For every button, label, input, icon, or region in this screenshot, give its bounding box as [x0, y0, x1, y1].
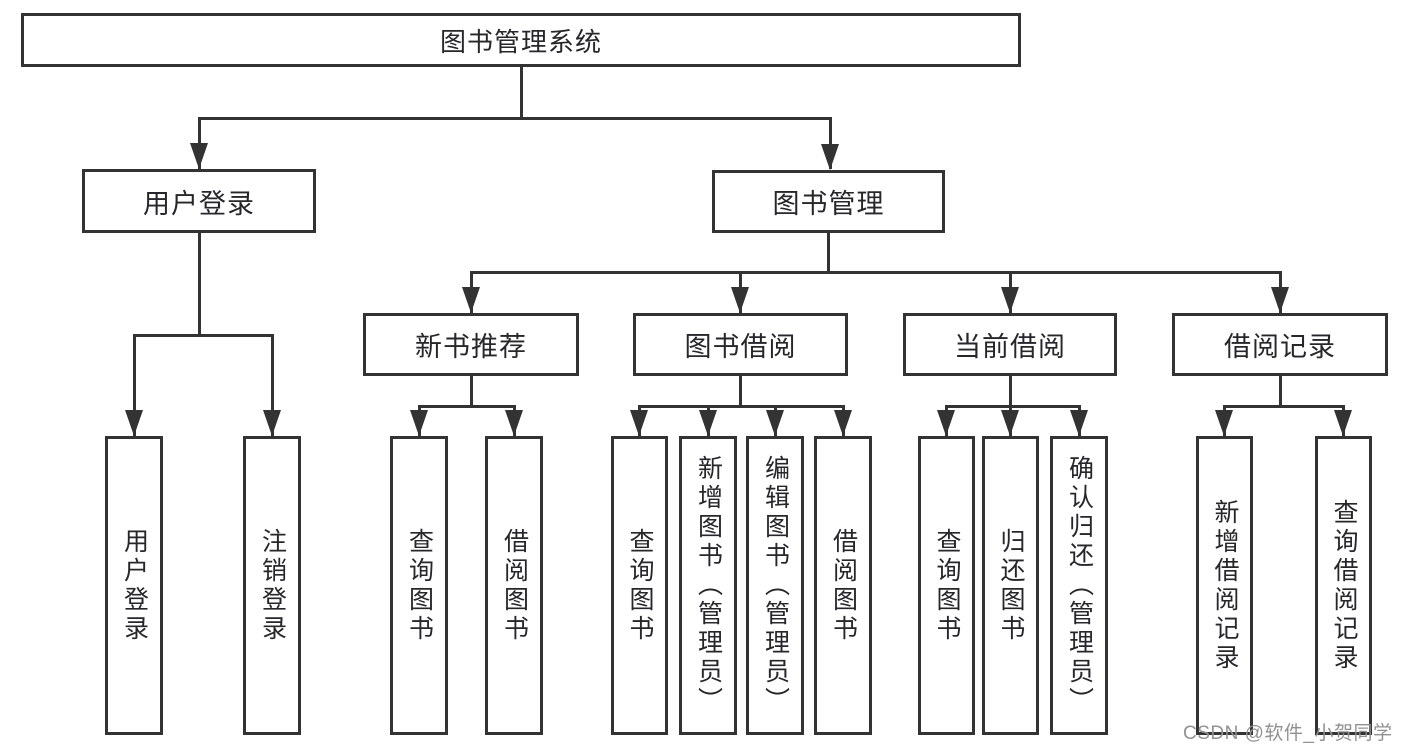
node-label: 查询借阅记录 [1330, 498, 1358, 673]
arrowhead-down-icon [190, 143, 208, 169]
node-label: 查询图书 [626, 527, 654, 644]
connector-bus-root [198, 117, 832, 120]
arrowhead-down-icon [125, 410, 143, 436]
connector-stem-current-borrowing [1009, 375, 1012, 406]
node-label: 借阅图书 [829, 527, 858, 644]
node-label: 新增借阅记录 [1211, 498, 1239, 673]
connector-drop [829, 117, 832, 169]
arrowhead-down-icon [1001, 287, 1019, 313]
arrowhead-down-icon [937, 410, 955, 436]
node-add-borrow-record: 新增借阅记录 [1196, 436, 1253, 735]
connector-bus-current-borrowing [945, 405, 1081, 408]
node-book-borrowing: 图书借阅 [633, 313, 848, 376]
node-query-books-borrowing: 查询图书 [611, 436, 668, 735]
arrowhead-down-icon [1215, 410, 1233, 436]
node-label: 查询图书 [405, 527, 434, 644]
arrowhead-down-icon [821, 144, 839, 170]
node-label: 图书管理系统 [439, 26, 602, 57]
node-borrow-books-recommend: 借阅图书 [485, 436, 543, 735]
node-label: 借阅记录 [1224, 332, 1336, 362]
node-query-books-current: 查询图书 [918, 436, 975, 735]
node-label: 查询图书 [933, 527, 961, 644]
connector-drop [133, 334, 136, 436]
node-new-book-recommendation: 新书推荐 [363, 313, 579, 376]
arrowhead-down-icon [505, 410, 523, 436]
connector-bus-book-management [470, 271, 1282, 274]
arrowhead-down-icon [1334, 410, 1352, 436]
node-borrowing-records: 借阅记录 [1172, 313, 1388, 376]
arrowhead-down-icon [699, 410, 717, 436]
arrowhead-down-icon [1271, 287, 1289, 313]
arrowhead-down-icon [766, 410, 784, 436]
node-label: 图书管理 [772, 189, 885, 219]
connector-bus-new-book [418, 405, 516, 408]
arrowhead-down-icon [462, 287, 480, 313]
node-query-borrow-record: 查询借阅记录 [1315, 436, 1372, 735]
node-confirm-return-admin: 确认归还（管理员） [1050, 436, 1108, 735]
node-logout-action: 注销登录 [243, 436, 301, 735]
node-label: 图书借阅 [684, 332, 797, 362]
node-current-borrowing: 当前借阅 [903, 313, 1117, 376]
connector-stem-borrowing-records [1279, 375, 1282, 406]
connector-stem-user-login [198, 232, 201, 335]
node-label: 归还图书 [997, 527, 1025, 644]
node-borrow-books-action: 借阅图书 [814, 436, 872, 735]
connector-stem-root [520, 66, 523, 118]
node-label: 当前借阅 [954, 332, 1066, 362]
node-return-book: 归还图书 [982, 436, 1039, 735]
arrowhead-down-icon [1001, 410, 1019, 436]
node-label: 用户登录 [143, 188, 255, 219]
node-query-books-recommend: 查询图书 [390, 436, 448, 735]
node-label: 新书推荐 [415, 332, 527, 362]
node-user-login-action: 用户登录 [105, 436, 163, 735]
connector-drop [271, 334, 274, 436]
node-label: 用户登录 [120, 527, 149, 644]
connector-bus-book-borrowing [638, 405, 845, 408]
node-edit-book-admin: 编辑图书（管理员） [746, 436, 804, 735]
node-label: 编辑图书（管理员） [761, 455, 790, 716]
arrowhead-down-icon [410, 410, 428, 436]
node-user-login: 用户登录 [82, 169, 316, 233]
node-book-management: 图书管理 [712, 170, 945, 233]
node-label: 确认归还（管理员） [1065, 455, 1094, 716]
connector-bus-borrowing-records [1223, 405, 1345, 408]
node-label: 借阅图书 [500, 527, 529, 644]
connector-stem-book-management [827, 232, 830, 273]
arrowhead-down-icon [1070, 410, 1088, 436]
connector-bus-user-login [133, 334, 274, 337]
arrowhead-down-icon [731, 287, 749, 313]
csdn-watermark: CSDN @软件_小贺同学 [1183, 723, 1393, 744]
node-label: 新增图书（管理员） [694, 455, 723, 716]
connector-stem-book-borrowing [739, 375, 742, 406]
arrowhead-down-icon [263, 410, 281, 436]
connector-stem-new-book [470, 375, 473, 406]
node-library-management-system: 图书管理系统 [21, 13, 1021, 67]
node-label: 注销登录 [258, 527, 287, 644]
node-add-book-admin: 新增图书（管理员） [679, 436, 737, 735]
arrowhead-down-icon [630, 410, 648, 436]
arrowhead-down-icon [834, 410, 852, 436]
